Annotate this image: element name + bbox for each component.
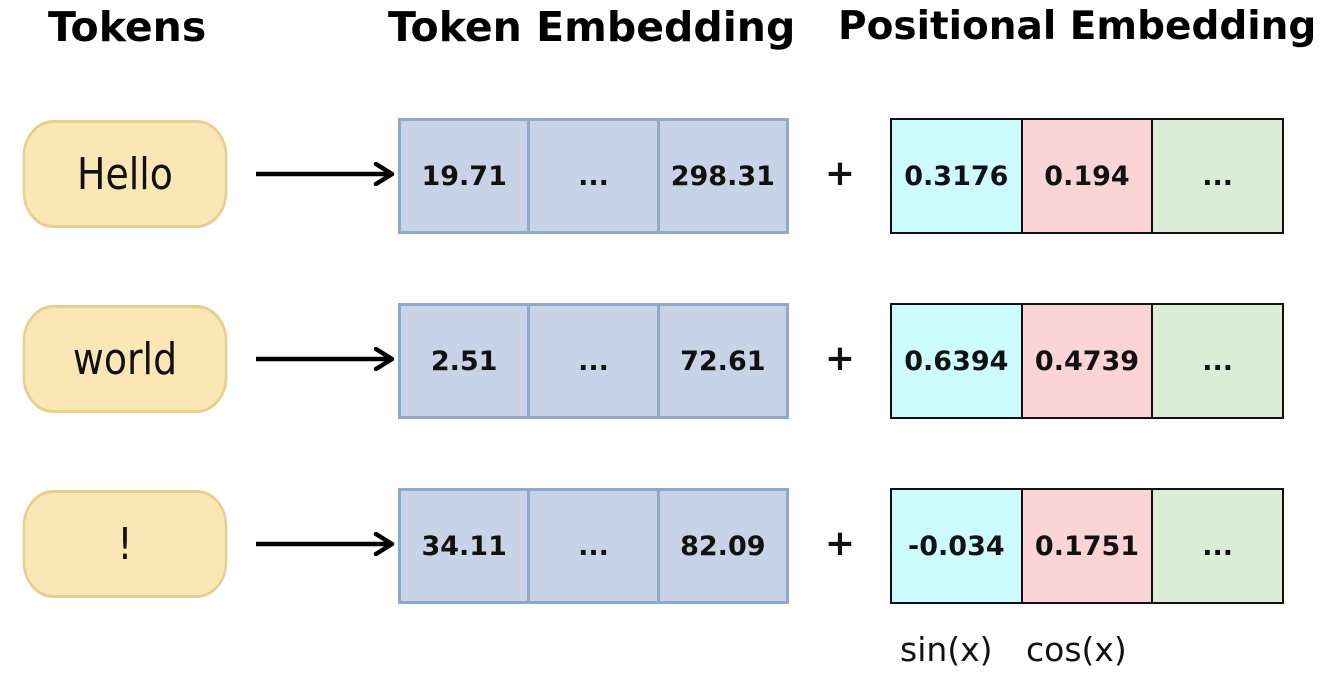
positional-embedding-cell: ... [1153,305,1283,417]
embedding-row: Hello 19.71 ... 298.31 + 0.3176 0.194 ..… [0,118,1342,234]
right-arrow-icon [256,347,395,371]
positional-embedding-cell: ... [1153,120,1283,232]
positional-embedding-vector: 0.6394 0.4739 ... [890,303,1284,419]
token-pill: world [22,305,228,413]
positional-embedding-cos-cell: 0.4739 [1022,305,1154,417]
plus-operator: + [824,153,856,194]
token-embedding-heading: Token Embedding [388,3,796,51]
embedding-row: world 2.51 ... 72.61 + 0.6394 0.4739 ... [0,303,1342,419]
token-embedding-vector: 2.51 ... 72.61 [398,303,789,419]
token-pill: Hello [22,120,228,228]
tokens-heading: Tokens [48,3,207,51]
token-embedding-vector: 19.71 ... 298.31 [398,118,789,234]
positional-embedding-sin-cell: -0.034 [892,490,1023,602]
token-embedding-cell: ... [530,306,660,416]
positional-embedding-cos-cell: 0.1751 [1022,490,1154,602]
plus-operator: + [824,338,856,379]
positional-embedding-vector: -0.034 0.1751 ... [890,488,1284,604]
positional-embedding-sin-cell: 0.6394 [892,305,1023,417]
positional-embedding-vector: 0.3176 0.194 ... [890,118,1284,234]
token-embedding-cell: ... [530,491,660,601]
token-embedding-cell: ... [530,121,660,231]
plus-operator: + [824,523,856,564]
token-embedding-cell: 2.51 [401,306,531,416]
token-embedding-cell: 298.31 [670,160,775,192]
right-arrow-icon [256,532,395,556]
positional-embedding-cos-cell: 0.194 [1022,120,1154,232]
positional-embedding-sin-cell: 0.3176 [892,120,1023,232]
cos-label: cos(x) [1026,630,1127,669]
right-arrow-icon [256,162,395,186]
positional-embedding-cell: ... [1153,490,1283,602]
sin-label: sin(x) [900,630,993,669]
embedding-row: ! 34.11 ... 82.09 + -0.034 0.1751 ... [0,488,1342,604]
token-embedding-cell: 72.61 [680,345,766,377]
token-embedding-vector: 34.11 ... 82.09 [398,488,789,604]
positional-embedding-heading: Positional Embedding [838,4,1317,49]
token-embedding-cell: 19.71 [401,121,531,231]
token-embedding-cell: 82.09 [680,530,766,562]
token-embedding-cell: 34.11 [401,491,531,601]
token-pill: ! [22,490,228,598]
